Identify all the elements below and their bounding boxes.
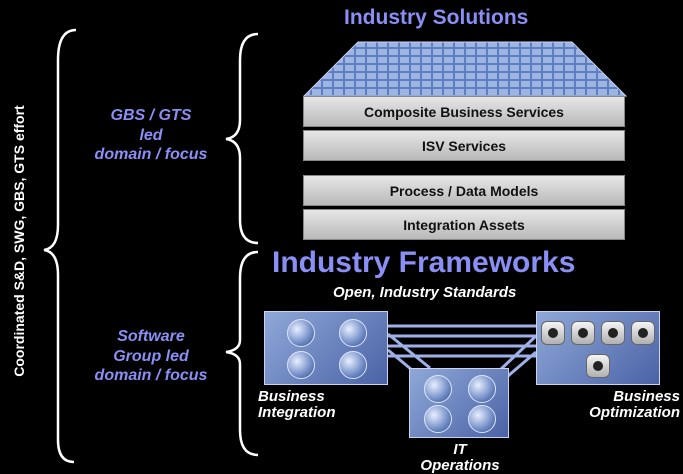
software-group-label: Software Group led domain / focus [66, 327, 236, 386]
shield-icon [424, 375, 452, 403]
lock-icon [424, 405, 452, 433]
business-optimization-line-1: Business [613, 388, 680, 405]
bottom-inner-brace [225, 250, 259, 457]
optimize-icon [586, 354, 610, 378]
it-operations-label: IT Operations [410, 442, 510, 474]
business-integration-label: Business Integration [258, 389, 336, 421]
solutions-grid-roof [302, 41, 628, 97]
chart-icon [287, 319, 315, 347]
layer-integration-assets: Integration Assets [303, 209, 625, 240]
gbs-gts-line-1: GBS / GTS [110, 107, 192, 124]
gbs-gts-label: GBS / GTS led domain / focus [66, 106, 236, 165]
industry-frameworks-title: Industry Frameworks [272, 246, 576, 279]
business-optimization-line-2: Optimization [589, 403, 680, 421]
business-optimization-panel [536, 311, 660, 385]
monitor-icon [468, 405, 496, 433]
target-icon [571, 321, 595, 345]
gears-icon [339, 351, 367, 379]
settings-icon [631, 321, 655, 345]
layer-process-data-models: Process / Data Models [303, 175, 625, 206]
frameworks-subtitle: Open, Industry Standards [333, 284, 517, 301]
business-optimization-label: Business Optimization [568, 389, 680, 421]
layer-isv-services: ISV Services [303, 130, 625, 161]
software-group-line-3: domain / focus [94, 367, 208, 385]
gauge-icon [541, 321, 565, 345]
network-icon [339, 319, 367, 347]
software-group-line-2: Group led [113, 347, 189, 365]
user-icon [287, 351, 315, 379]
business-integration-line-1: Business [258, 388, 325, 405]
it-operations-line-1: IT [453, 441, 467, 458]
outer-left-brace [43, 28, 77, 464]
industry-solutions-title: Industry Solutions [344, 6, 529, 29]
server-icon [468, 375, 496, 403]
layer-composite-business-services: Composite Business Services [303, 96, 625, 127]
gbs-gts-line-3: domain / focus [94, 146, 208, 164]
it-operations-panel [409, 368, 509, 438]
top-inner-brace [225, 32, 259, 245]
gbs-gts-line-2: led [139, 126, 163, 144]
refresh-icon [601, 321, 625, 345]
business-integration-line-2: Integration [258, 403, 336, 421]
business-integration-panel [264, 311, 388, 385]
software-group-line-1: Software [117, 328, 185, 345]
